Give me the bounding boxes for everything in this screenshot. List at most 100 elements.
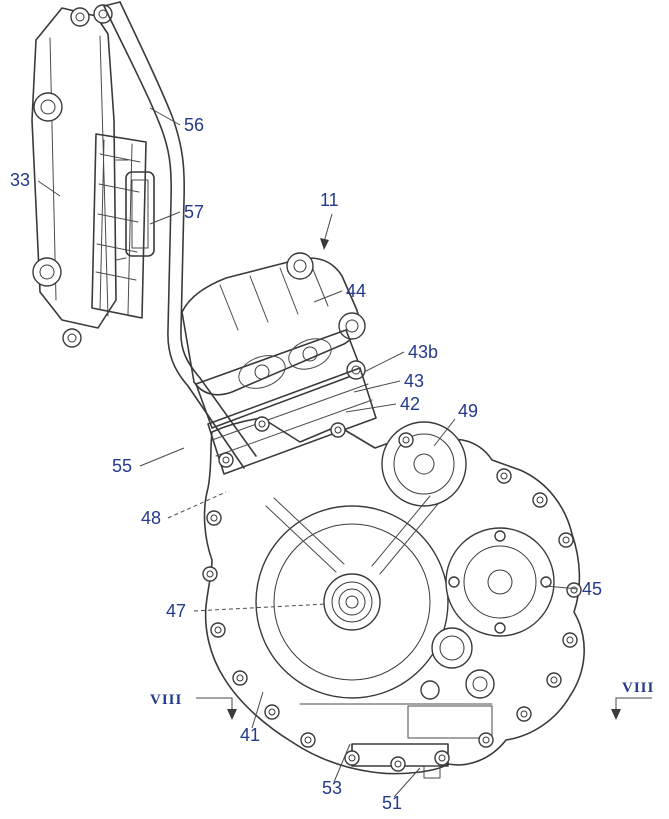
frame-tube-cap <box>103 1 121 7</box>
case-boss <box>420 680 440 700</box>
case-rib <box>265 505 337 573</box>
leader-arrow-11 <box>323 213 333 243</box>
water-pump-cover <box>381 421 467 507</box>
ref-label-11: 11 <box>320 190 339 210</box>
radiator-mount-boss-inner <box>39 264 55 280</box>
leader-line-48 <box>167 491 227 519</box>
ref-label-41: 41 <box>240 725 260 745</box>
reference-labels: 56 33 57 11 44 43b 43 42 49 55 48 47 45 … <box>10 115 602 813</box>
case-boss <box>465 669 495 699</box>
clutch-cover-inner <box>463 545 537 619</box>
leader-line-49 <box>433 418 456 447</box>
section-marker-left-line <box>196 697 233 712</box>
clutch-cover <box>445 527 555 637</box>
leader-line-57 <box>149 211 181 225</box>
radiator-bolt-inner <box>75 12 85 22</box>
frame-bracket-inner <box>131 179 149 249</box>
leader-line-47 <box>193 603 327 612</box>
cylinder-block <box>207 367 377 475</box>
core-hatch <box>97 213 139 223</box>
leader-line-41 <box>251 691 264 729</box>
cover-rib <box>279 267 299 315</box>
cover-rib <box>249 275 269 323</box>
leader-line-33 <box>37 180 61 197</box>
core-fin <box>127 143 133 315</box>
section-marker-right-line <box>615 697 652 712</box>
throttle-bore-center <box>302 346 318 362</box>
core-hatch <box>99 153 141 163</box>
arrowhead-11 <box>320 238 329 250</box>
radiator-fin-line <box>99 35 109 317</box>
water-pump-cover-inner <box>393 433 455 495</box>
section-marker-right-label: VIII <box>622 680 654 696</box>
frame-bracket <box>125 171 155 257</box>
radiator-mount-boss <box>32 257 62 287</box>
cylinder-block-outline <box>207 367 377 475</box>
crankshaft-center <box>345 595 359 609</box>
generator-cover-inner <box>273 523 431 681</box>
case-boss <box>431 627 473 669</box>
section-marker-right-arrow <box>611 709 621 720</box>
leader-line-44 <box>313 290 343 303</box>
leader-line-43b <box>363 351 405 373</box>
frame-tube-outer <box>103 5 245 469</box>
core-hatch <box>96 243 138 253</box>
head-mount-lug-inner <box>293 259 307 273</box>
ref-label-43b: 43b <box>408 342 438 362</box>
cover-bolt <box>494 530 506 542</box>
case-rib <box>371 495 431 567</box>
radiator-bolt <box>70 7 90 27</box>
leader-line-51 <box>393 767 421 798</box>
water-pump-hub <box>413 453 435 475</box>
ref-label-51: 51 <box>382 793 402 813</box>
crankshaft-hub-ring <box>331 581 373 623</box>
crankcase-outline <box>203 417 585 775</box>
block-fin <box>215 399 373 457</box>
cover-bolt <box>540 576 552 588</box>
core-hatch <box>98 183 140 193</box>
leader-line-55 <box>139 447 185 467</box>
radiator-outline <box>31 7 117 329</box>
clutch-hub <box>487 569 513 595</box>
cover-bolt <box>448 576 460 588</box>
drain-bolt <box>423 765 441 779</box>
ref-label-48: 48 <box>141 508 161 528</box>
perimeter-bolts <box>202 416 582 772</box>
crankshaft-hub-ring <box>338 588 366 616</box>
leader-line-56 <box>149 107 181 126</box>
cover-rib <box>219 284 239 331</box>
head-mount-lug <box>338 312 366 340</box>
head-mount-lug-inner <box>345 319 359 333</box>
frame-tube-inner <box>119 1 257 457</box>
ref-label-57: 57 <box>184 202 204 222</box>
radiator-bolt <box>93 4 113 24</box>
radiator-fin-line <box>49 37 57 301</box>
throttle-bore <box>288 338 332 370</box>
radiator-core <box>91 133 147 319</box>
core-fin <box>99 139 105 311</box>
ref-label-42: 42 <box>400 394 420 414</box>
leader-lines <box>37 107 579 798</box>
radiator-bolt <box>62 328 82 348</box>
block-fin <box>211 383 369 441</box>
radiator-mount-boss <box>33 92 63 122</box>
leader-line-53 <box>333 743 351 783</box>
case-covers <box>255 421 555 700</box>
frame-tube <box>103 1 257 469</box>
case-rib <box>379 503 439 575</box>
ref-label-33: 33 <box>10 170 30 190</box>
bolt-circle <box>202 416 582 772</box>
section-marker-left-arrow <box>227 709 237 720</box>
radiator-mount-boss-inner <box>40 99 56 115</box>
intake-band <box>195 329 366 429</box>
core-hatch <box>95 271 137 281</box>
radiator-stay <box>115 257 127 261</box>
radiator-bolt-inner <box>67 333 77 343</box>
ref-label-53: 53 <box>322 778 342 798</box>
ref-label-55: 55 <box>112 456 132 476</box>
throttle-bore-center <box>254 364 270 380</box>
ref-label-44: 44 <box>346 281 366 301</box>
section-marker-left-label: VIII <box>150 692 182 708</box>
